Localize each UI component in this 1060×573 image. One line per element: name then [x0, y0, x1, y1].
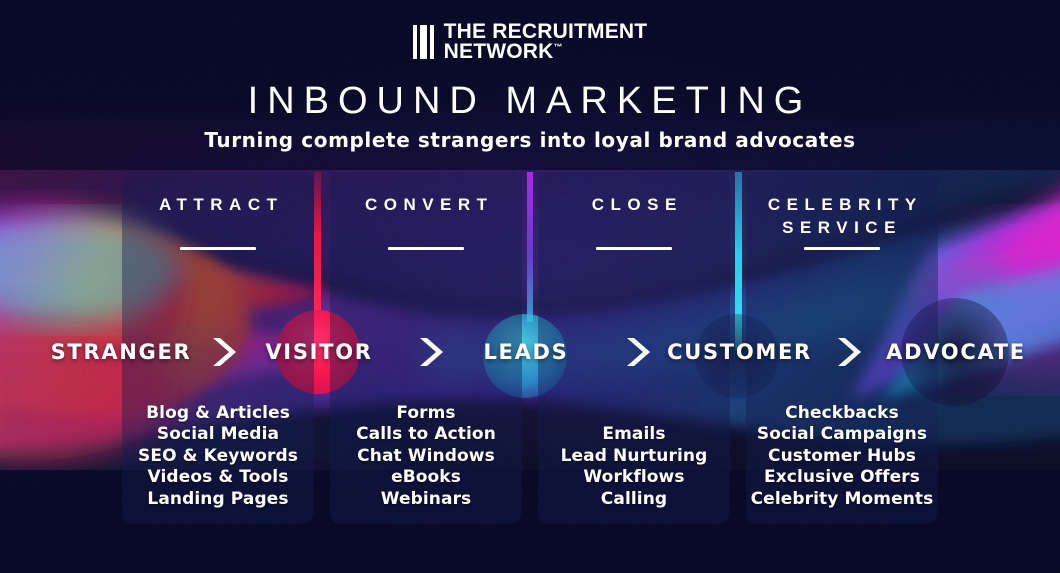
journey-stage-label: LEADS	[483, 340, 569, 364]
card-divider-celebrity-service	[804, 247, 880, 250]
card-header-celebrity-service: CELEBRITY SERVICE	[746, 172, 938, 276]
page-subtitle: Turning complete strangers into loyal br…	[204, 128, 856, 152]
list-item: eBooks	[391, 467, 461, 488]
journey-strip: STRANGER VISITOR LEADS CUSTOMER ADVOCATE	[0, 330, 1060, 374]
stage-card-convert[interactable]: CONVERT Forms Calls to Action Chat Windo…	[330, 172, 522, 524]
chevron-right-icon	[627, 338, 650, 366]
journey-stage-visitor: VISITOR	[256, 330, 382, 374]
list-item: Blog & Articles	[146, 402, 290, 423]
journey-stage-advocate: ADVOCATE	[880, 330, 1032, 374]
list-item: Social Media	[156, 424, 280, 445]
list-item: Calls to Action	[356, 424, 496, 445]
card-divider-attract	[180, 247, 256, 250]
card-header-close: CLOSE	[538, 172, 730, 276]
stage-card-attract[interactable]: ATTRACT Blog & Articles Social Media SEO…	[122, 172, 314, 524]
journey-stage-customer: CUSTOMER	[662, 330, 817, 374]
list-item: Webinars	[380, 488, 472, 509]
brand-wordmark: THE RECRUITMENT NETWORK™	[443, 20, 648, 63]
brand-line-2: NETWORK	[443, 39, 554, 63]
list-item: Exclusive Offers	[764, 467, 920, 488]
three-bars-logo-icon	[412, 24, 434, 59]
page-title: INBOUND MARKETING	[247, 80, 813, 122]
journey-stage-label: STRANGER	[50, 340, 192, 364]
card-title-convert: CONVERT	[364, 195, 494, 214]
list-item: Workflows	[583, 467, 685, 488]
trademark-symbol: ™	[553, 41, 563, 52]
journey-stage-leads: LEADS	[470, 330, 582, 374]
card-list-close: Emails Lead Nurturing Workflows Calling	[538, 424, 730, 510]
list-item: Landing Pages	[147, 488, 289, 509]
list-item: Emails	[602, 424, 666, 445]
card-header-attract: ATTRACT	[122, 172, 314, 276]
list-item: Customer Hubs	[768, 445, 916, 466]
list-item: Videos & Tools	[147, 467, 289, 488]
card-list-celebrity-service: Checkbacks Social Campaigns Customer Hub…	[746, 403, 938, 510]
list-item: Calling	[600, 488, 668, 509]
journey-stage-label: CUSTOMER	[667, 340, 812, 364]
list-item: Celebrity Moments	[750, 488, 934, 509]
journey-stage-stranger: STRANGER	[40, 330, 202, 374]
brand-logo: THE RECRUITMENT NETWORK™	[0, 20, 1060, 63]
chevron-right-icon	[213, 338, 236, 366]
journey-stage-label: ADVOCATE	[886, 340, 1026, 364]
list-item: SEO & Keywords	[138, 445, 298, 466]
card-title-close: CLOSE	[591, 195, 683, 214]
stage-card-close[interactable]: CLOSE Emails Lead Nurturing Workflows Ca…	[538, 172, 730, 524]
stage-cards: ATTRACT Blog & Articles Social Media SEO…	[0, 172, 1060, 524]
card-divider-close	[596, 247, 672, 250]
chevron-right-icon	[420, 338, 443, 366]
card-list-convert: Forms Calls to Action Chat Windows eBook…	[330, 403, 522, 510]
stage-card-celebrity-service[interactable]: CELEBRITY SERVICE Checkbacks Social Camp…	[746, 172, 938, 524]
chevron-right-icon	[838, 338, 861, 366]
list-item: Forms	[396, 402, 456, 423]
card-header-convert: CONVERT	[330, 172, 522, 276]
list-item: Social Campaigns	[756, 424, 928, 445]
list-item: Lead Nurturing	[560, 445, 708, 466]
card-title-celebrity-service: CELEBRITY SERVICE	[767, 195, 923, 237]
card-list-attract: Blog & Articles Social Media SEO & Keywo…	[122, 403, 314, 510]
list-item: Chat Windows	[357, 445, 495, 466]
brand-line-1: THE RECRUITMENT	[443, 20, 648, 43]
journey-stage-label: VISITOR	[265, 340, 373, 364]
card-divider-convert	[388, 247, 464, 250]
card-title-attract: ATTRACT	[159, 195, 284, 214]
list-item: Checkbacks	[785, 402, 899, 423]
